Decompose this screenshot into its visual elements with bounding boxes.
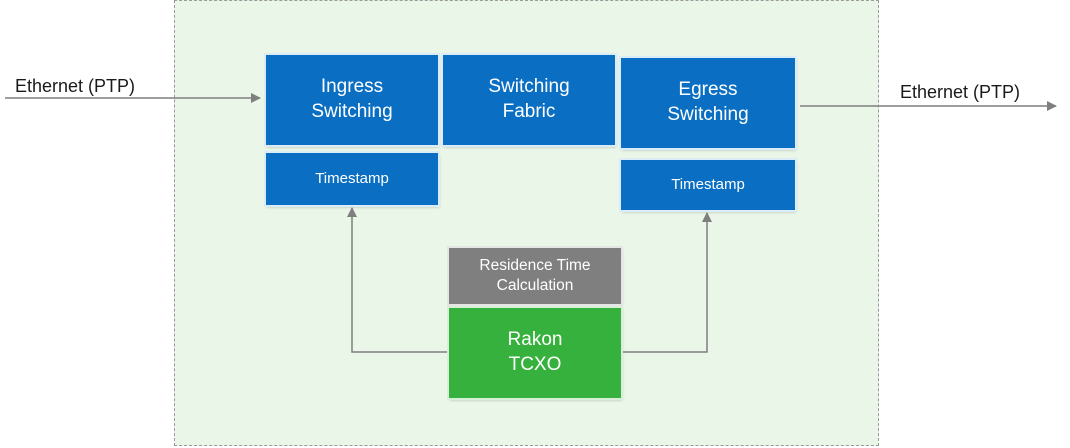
switching-fabric-block: Switching Fabric <box>443 55 615 145</box>
tcxo-to-ingress-timestamp-arrow <box>347 207 449 353</box>
ingress-switching-block: Ingress Switching <box>266 55 438 145</box>
ethernet-output-label: Ethernet (PTP) <box>900 82 1021 102</box>
egress-switching-block: Egress Switching <box>621 58 795 148</box>
tcxo-to-egress-timestamp-arrow <box>621 212 712 353</box>
ingress-timestamp-block: Timestamp <box>266 153 438 205</box>
ethernet-input-label: Ethernet (PTP) <box>15 76 136 96</box>
rakon-tcxo-block: Rakon TCXO <box>449 308 621 398</box>
residence-time-calculation-block: Residence Time Calculation <box>449 248 621 304</box>
egress-timestamp-block: Timestamp <box>621 160 795 210</box>
